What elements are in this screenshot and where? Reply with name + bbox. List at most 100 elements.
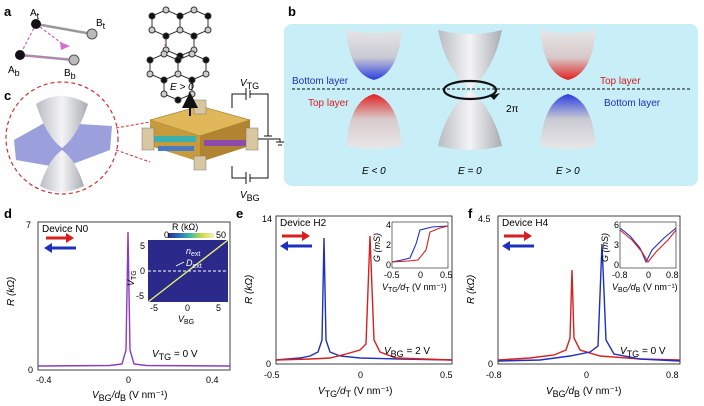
berry-phase-loop (442, 79, 498, 101)
f-xtick-zero: 0 (584, 370, 589, 380)
gate-circuit (231, 88, 284, 184)
f-xtick-left: -0.8 (486, 370, 502, 380)
f-red-trace (497, 269, 681, 361)
energy-label-negative: E < 0 (362, 166, 386, 177)
atom-label-ab: Ab (8, 65, 20, 78)
e-inset-ylabel: G (mS) (372, 233, 382, 262)
d-xtick-right: 0.4 (206, 375, 219, 385)
middle-valence-band (438, 90, 502, 150)
e-inset-xlabel: VTG/dT (V nm⁻¹) (382, 282, 447, 294)
f-ylabel: R (kΩ) (466, 275, 477, 304)
d-inset-colorbar (168, 233, 214, 238)
d-ytick-zero: 0 (28, 365, 33, 375)
atom-bb (68, 54, 80, 66)
e-ytick-top: 14 (262, 214, 272, 224)
zoom-upper-cone (36, 96, 88, 148)
d-inset-ytick-1: 0 (140, 266, 145, 276)
d-device-label: Device N0 (42, 224, 89, 235)
f-inset-red-trace (619, 229, 677, 263)
loop-arrow-icon (490, 93, 500, 100)
e-blue-trace (275, 237, 453, 361)
f-inset-ylabel: G (mS) (600, 233, 610, 262)
atom-bt (86, 28, 98, 40)
top-layer-label-right: Top layer (600, 76, 641, 87)
d-xtick-left: -0.4 (36, 375, 52, 385)
e-xtick-left: -0.5 (264, 370, 280, 380)
f-inset-ytick-1: 3 (614, 240, 619, 250)
f-inset-xtick-1: 0 (646, 270, 651, 280)
panel-f-letter: f (468, 206, 473, 221)
hopping-arrow-icon (60, 42, 70, 50)
panel-f: f 4.5 0 R (kΩ) -0.8 0 0.8 VBG/dB (V nm⁻¹… (466, 206, 681, 399)
bilayer-lattice (146, 6, 212, 104)
d-inset-cbar-max: 50 (216, 230, 226, 240)
d-condition: VTG = 0 V (152, 349, 198, 362)
d-inset-xlabel: VBG (178, 314, 194, 326)
energy-label-positive: E > 0 (556, 166, 580, 177)
atom-label-bt: Bt (96, 18, 106, 31)
f-inset-xtick-0: -0.8 (612, 270, 628, 280)
left-valence-band (346, 94, 402, 149)
d-inset-n-ext: next (186, 246, 200, 258)
left-conduction-band (346, 30, 402, 80)
d-inset-xtick-1: 0 (185, 303, 190, 313)
d-resistance-trace (37, 231, 231, 367)
e-inset-ytick-0: 4 (386, 220, 391, 230)
e-xtick-right: 0.5 (440, 370, 453, 380)
f-inset-xtick-2: 0.8 (666, 270, 679, 280)
f-inset-blue-trace (619, 227, 677, 264)
d-inset-title: R (kΩ) (172, 222, 198, 232)
f-backward-arrow-icon (502, 241, 510, 251)
panel-b: b Bottom layer Top layer Top layer Botto… (284, 4, 698, 186)
f-device-label: Device H4 (502, 218, 549, 229)
panel-d: d 7 0 R (kΩ) -0.4 0 0.4 VBG/dB (V nm⁻¹) … (4, 206, 231, 403)
d-inset-xtick-0: -5 (150, 303, 158, 313)
energy-label-zero: E = 0 (458, 166, 482, 177)
e-xlabel: VTG/dT (V nm⁻¹) (318, 386, 392, 399)
f-inset-ytick-2: 0 (614, 260, 619, 270)
e-red-trace (275, 235, 453, 361)
f-xlabel: VBG/dB (V nm⁻¹) (546, 386, 621, 399)
atom-ab (15, 50, 25, 60)
d-xlabel: VBG/dB (V nm⁻¹) (92, 390, 167, 403)
right-valence-band (540, 94, 596, 149)
e-inset-blue-trace (391, 225, 449, 263)
right-conduction-band (540, 30, 596, 80)
zoom-lower-cone (40, 150, 84, 192)
panel-a: a At Bt Ab Bb (4, 4, 212, 104)
plot-d-frame (37, 221, 231, 371)
plot-e-frame (275, 215, 453, 365)
e-inset-ytick-2: 0 (386, 260, 391, 270)
f-forward-arrow-icon (524, 231, 532, 241)
d-inset-ytick-2: -5 (136, 291, 144, 301)
f-ytick-zero: 0 (488, 359, 493, 369)
zoom-connector-top (115, 121, 151, 129)
vbg-label: VBG (240, 190, 260, 203)
e-condition: VBG = 2 V (384, 346, 430, 359)
d-inset-xtick-2: 5 (216, 303, 221, 313)
dual-gate-device (141, 99, 259, 171)
e-ytick-zero: 0 (266, 359, 271, 369)
winding-label: 2π (506, 104, 519, 115)
panel-b-letter: b (288, 4, 296, 19)
panel-c: c E > 0 (4, 78, 284, 203)
f-inset-xlabel: VBG/dB (V nm⁻¹) (612, 282, 678, 294)
f-inset-frame (619, 221, 677, 269)
f-blue-trace (497, 243, 681, 362)
d-inset-arrow-n (175, 261, 185, 267)
d-inset-ylabel: VTG (126, 270, 138, 286)
top-bond (35, 22, 93, 36)
middle-conduction-band (438, 30, 502, 90)
atom-label-bb: Bb (64, 68, 76, 81)
f-condition: VTG = 0 V (620, 346, 666, 359)
f-inset: 6 3 0 G (mS) -0.8 0 0.8 VBG/dB (V nm⁻¹) (600, 220, 679, 294)
vtg-label: VTG (240, 78, 259, 91)
panel-e-letter: e (236, 206, 243, 221)
bottom-layer-label-left: Bottom layer (292, 76, 349, 87)
e-forward-arrow-icon (302, 231, 310, 241)
e-inset-xtick-0: -0.5 (384, 270, 400, 280)
atom-label-at: At (30, 8, 40, 21)
panel-c-letter: c (4, 88, 11, 103)
panel-a-letter: a (4, 4, 12, 19)
e-ylabel: R (kΩ) (244, 275, 255, 304)
